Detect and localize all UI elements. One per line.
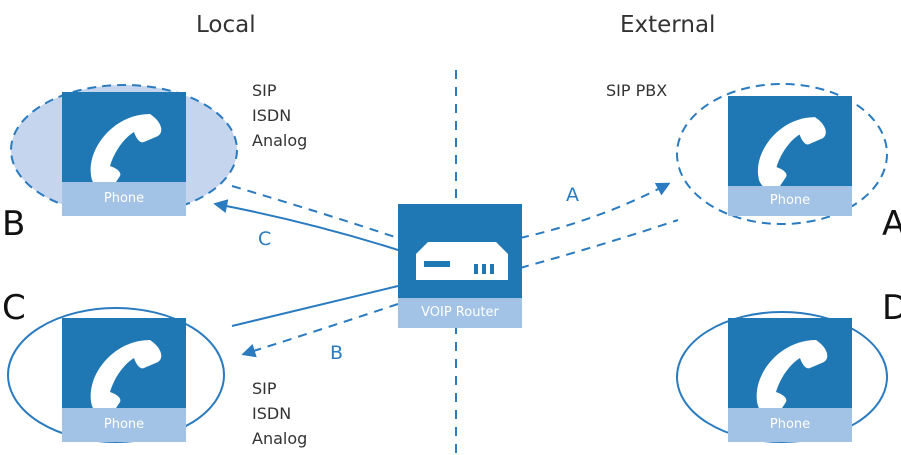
protocol-isdn: ISDN xyxy=(252,404,292,423)
phone-handset-icon xyxy=(757,117,826,192)
arrow-b-dashed xyxy=(241,303,399,358)
phone-letter-c: C xyxy=(2,288,26,328)
phone-letter-a: A xyxy=(882,204,901,244)
protocol-list-top: SIP ISDN Analog xyxy=(252,78,307,153)
dashed-link-router-a xyxy=(519,219,679,269)
protocol-sip: SIP xyxy=(252,379,277,398)
phone-handset-icon xyxy=(90,340,162,417)
local-header: Local xyxy=(196,12,256,38)
phone-c: Phone xyxy=(62,318,186,442)
phone-c-ellipse xyxy=(7,307,225,443)
phone-b: Phone xyxy=(62,92,186,216)
external-header: External xyxy=(620,12,716,38)
protocol-analog: Analog xyxy=(252,131,308,150)
protocol-isdn: ISDN xyxy=(252,106,292,125)
protocol-list-bottom: SIP ISDN Analog xyxy=(252,376,307,451)
phone-d-ellipse xyxy=(676,311,888,443)
arrow-label-a: A xyxy=(566,184,579,206)
phone-a-ellipse xyxy=(676,83,888,225)
sip-pbx-label: SIP PBX xyxy=(606,81,668,100)
phone-letter-d: D xyxy=(882,288,901,328)
phone-handset-icon xyxy=(756,340,828,417)
phone-label: Phone xyxy=(62,408,186,442)
protocol-analog: Analog xyxy=(252,429,308,448)
phone-a: Phone xyxy=(728,96,852,216)
router-device-icon xyxy=(416,242,508,280)
phone-d: Phone xyxy=(728,318,852,442)
arrow-c-solid xyxy=(213,199,399,251)
phone-label: Phone xyxy=(728,186,852,216)
phone-label: Phone xyxy=(728,408,852,442)
arrow-label-c: C xyxy=(258,228,272,250)
voip-router: VOIP Router xyxy=(398,204,522,328)
protocol-sip: SIP xyxy=(252,81,277,100)
phone-handset-icon xyxy=(90,114,162,191)
arrow-label-b: B xyxy=(330,342,344,364)
router-label: VOIP Router xyxy=(398,298,522,328)
dashed-link-b-router xyxy=(231,185,399,239)
phone-letter-b: B xyxy=(2,204,26,244)
arrow-a-dashed xyxy=(519,182,671,239)
solid-link-c-router xyxy=(231,285,399,327)
phone-label: Phone xyxy=(62,182,186,216)
